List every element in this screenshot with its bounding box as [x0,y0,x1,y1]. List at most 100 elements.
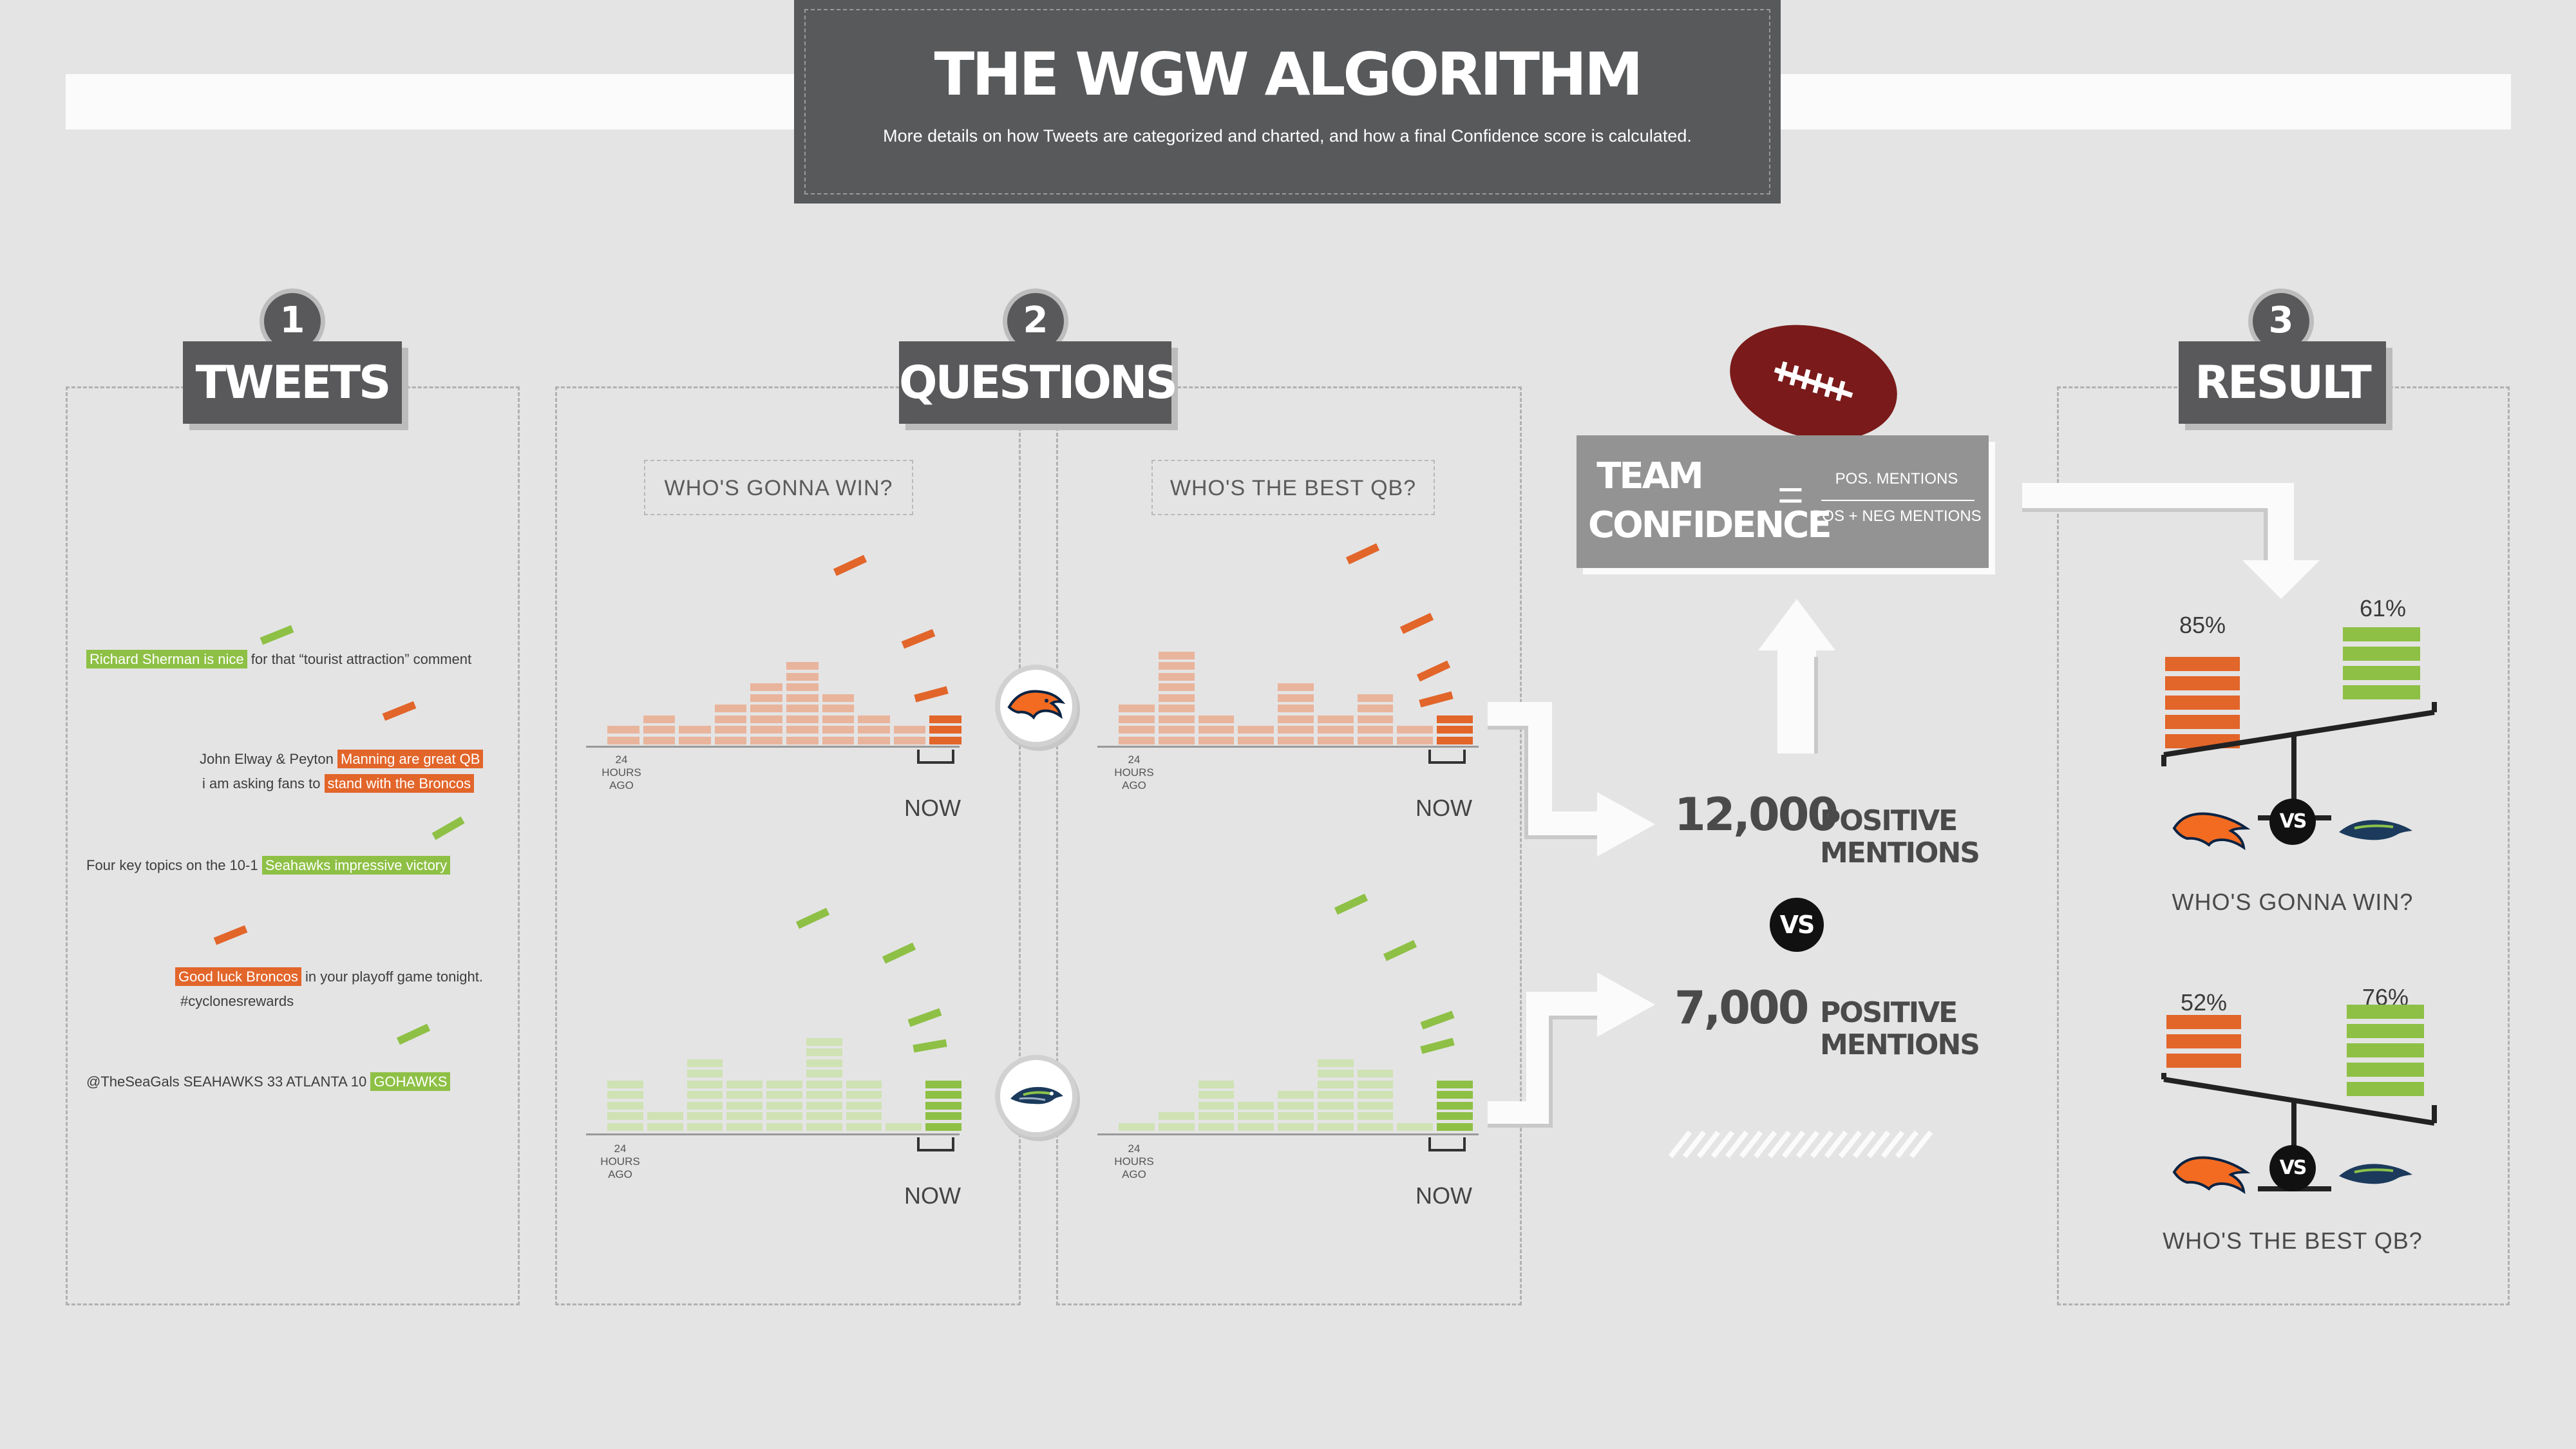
bar-segment [1437,715,1473,723]
bar-segment [858,736,890,744]
questions-panel-left [555,386,1021,1305]
bar-segment [1357,1080,1394,1088]
result-2-question: WHO'S THE BEST QB? [2163,1227,2423,1254]
axis-ago: AGO [1122,1168,1146,1180]
bar-segment [607,1091,643,1099]
page-title: THE WGW ALGORITHM [934,40,1643,109]
bar-segment [806,1080,842,1088]
result-1-seahawks-pct: 61% [2359,595,2407,621]
bar-segment [1357,736,1394,744]
axis-24: 24 [614,1142,627,1155]
seahawks-logo [995,1055,1077,1137]
bar-segment [1238,726,1274,734]
bar-segment [925,1112,961,1120]
bar-segment [643,736,676,744]
bar-segment [1198,1101,1235,1110]
bar-segment [1278,1112,1314,1120]
bar-segment [786,705,819,712]
bar-segment [1317,1101,1354,1110]
axis-24h-label: 24 HOURS AGO [1112,753,1157,792]
bar-segment [1158,705,1195,712]
bar-segment [1317,1070,1354,1077]
arrow-to-positive-bottom [1488,972,1655,1128]
chart-axis [586,746,960,748]
bar-segment [1278,683,1314,691]
bar-segment [786,662,819,670]
bar-segment [806,1037,842,1046]
tweet-5-highlight: GOHAWKS [370,1072,451,1091]
bar-segment [1158,1112,1195,1120]
bar-segment [1158,736,1195,744]
question-label-best-qb: WHO'S THE BEST QB? [1151,460,1435,515]
positive-mentions-top-label: POSITIVE MENTIONS [1820,805,1980,869]
arrow-to-positive-top [1488,702,1655,857]
bar-segment [1278,726,1314,734]
bar-segment [1437,1122,1473,1131]
result-2-seahawks-logo [2339,1164,2412,1184]
now-label: NOW [1416,795,1472,821]
bar-segment [1437,1112,1473,1120]
tweet-5-text: @TheSeaGals SEAHAWKS 33 ATLANTA 10 [86,1074,371,1090]
bar-segment [679,736,711,744]
chart-axis [1097,746,1479,748]
bar-segment [1158,694,1195,702]
bar-segment [726,1091,763,1099]
bar-segment [1119,726,1155,734]
bar-segment [786,715,819,723]
bar-segment [1317,1112,1354,1120]
formula-equals: = [1777,469,1804,520]
bar-segment [714,715,747,723]
bar-segment [806,1122,842,1131]
tweet-3-highlight: Seahawks impressive victory [261,856,451,875]
tweet-3-text: Four key topics on the 10-1 [86,857,262,873]
axis-24: 24 [1128,1142,1141,1155]
formula-box: TEAM CONFIDENCE = POS. MENTIONS POS + NE… [1577,435,1989,568]
bar-segment [1238,1122,1274,1131]
bar-segment [846,1122,882,1131]
result-2-broncos-stack [2166,1015,2241,1073]
bar-segment [766,1101,802,1110]
bar-segment [1198,1122,1235,1131]
bar-segment [822,705,855,712]
bar-segment [643,715,676,723]
result-2-seahawks-stack [2347,1005,2424,1101]
bar-segment [1278,1091,1314,1099]
title-box: THE WGW ALGORITHM More details on how Tw… [794,0,1781,204]
bar-segment [1238,1112,1274,1120]
positive-label-line2: MENTIONS [1820,837,1980,869]
tweet-4-highlight: Good luck Broncos [175,967,301,986]
axis-hours: HOURS [601,766,641,779]
bar-segment [786,683,819,691]
bar-segment [1397,1122,1434,1131]
bar-segment [1158,683,1195,691]
bar-segment [1317,715,1354,723]
bar-segment [1198,1091,1235,1099]
now-bracket [1428,750,1466,764]
up-arrow-icon [1758,599,1835,753]
formula-numerator: POS. MENTIONS [1835,470,1958,488]
arrow-to-result [2022,483,2320,599]
formula-label-line1: TEAM [1596,455,1704,497]
bar-segment [858,715,890,723]
bar-segment [647,1122,683,1131]
tweet-1-text: for that “tourist attraction” comment [247,651,472,667]
bar-segment [893,736,926,744]
football-icon [1730,325,1897,440]
bar-segment [1278,694,1314,702]
bar-segment [925,1080,961,1088]
bar-segment [726,1122,763,1131]
bar-segment [726,1112,763,1120]
now-bracket [917,750,954,764]
bar-segment [846,1080,882,1088]
bar-segment [1437,1091,1473,1099]
bar-segment [607,736,639,744]
bar-segment [687,1101,723,1110]
bar-segment [1278,705,1314,712]
bar-segment [925,1122,961,1131]
chart-axis [586,1133,960,1135]
bar-segment [822,736,855,744]
bar-segment [607,1080,643,1088]
now-label: NOW [904,795,961,821]
bar-segment [925,1101,961,1110]
bar-segment [893,726,926,734]
